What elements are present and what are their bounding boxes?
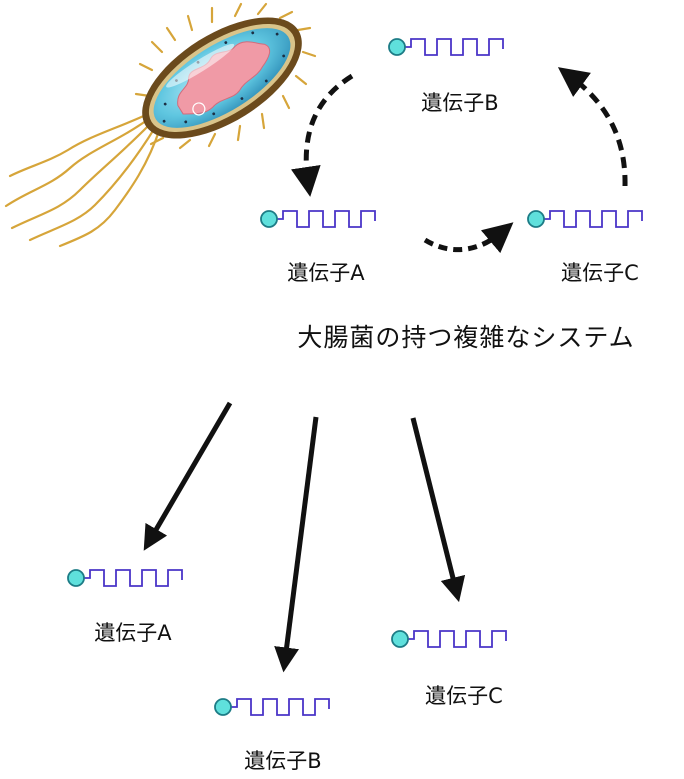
gene-b-separate-label: 遺伝子B (244, 749, 321, 773)
dashed-arrow-c-to-b (557, 67, 628, 187)
gene-strand-icon (67, 569, 183, 587)
flagella (4, 2, 317, 248)
bacterium-icon (4, 2, 317, 248)
gene-c-cycle (527, 210, 643, 228)
arrow-to-gene-a (143, 401, 233, 551)
gene-c-separate (391, 630, 507, 648)
gene-c-separate-label: 遺伝子C (425, 684, 503, 708)
gene-strand-icon (214, 698, 330, 716)
gene-c-cycle-label: 遺伝子C (561, 261, 639, 285)
gene-a-cycle-label: 遺伝子A (287, 261, 365, 285)
gene-a-separate (67, 569, 183, 587)
dashed-arrow-b-to-a (290, 73, 354, 197)
gene-strand-icon (391, 630, 507, 648)
gene-a-cycle (260, 210, 376, 228)
dashed-arrow-a-to-c (423, 222, 514, 254)
gene-b-separate (214, 698, 330, 716)
gene-a-separate-label: 遺伝子A (94, 621, 172, 645)
gene-b-cycle-label: 遺伝子B (421, 91, 498, 115)
gene-strand-icon (527, 210, 643, 228)
system-caption: 大腸菌の持つ複雑なシステム (297, 323, 634, 352)
gene-strand-icon (388, 38, 504, 56)
gene-b-cycle (388, 38, 504, 56)
arrow-to-gene-c (410, 417, 466, 603)
gene-strand-icon (260, 210, 376, 228)
arrow-to-gene-b (274, 416, 319, 673)
